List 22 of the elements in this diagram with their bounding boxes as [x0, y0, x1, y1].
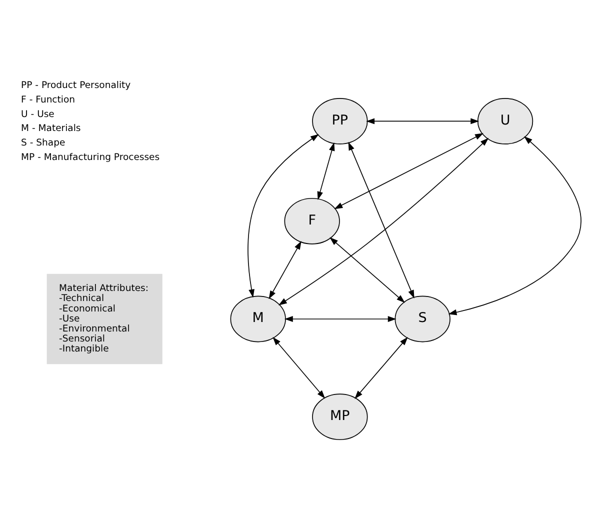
node-ellipse: PP [312, 98, 368, 144]
label: U - Use [21, 108, 54, 120]
arrow [334, 132, 484, 209]
arrow [354, 336, 408, 398]
node-ellipse: MP [312, 393, 368, 440]
node-box: Material Attributes: -Technical -Economical -Use -Environmental -Sensorial -Intangible [46, 273, 162, 364]
node-ellipse: M [230, 295, 286, 342]
label: F - Function [21, 94, 76, 105]
arrow [284, 316, 396, 322]
arrow [366, 118, 480, 124]
label: M - Materials [21, 122, 81, 134]
arrow [248, 134, 319, 298]
label: S - Shape [21, 136, 66, 148]
arrow [268, 240, 302, 299]
label: MP - Manufacturing Processes [21, 151, 160, 162]
arrow [272, 336, 326, 398]
arrow [448, 136, 582, 315]
arrow [330, 236, 405, 302]
arrow [317, 142, 335, 200]
arrow [278, 137, 489, 305]
arrow [348, 141, 414, 298]
label: PP - Product Personality [21, 80, 131, 91]
